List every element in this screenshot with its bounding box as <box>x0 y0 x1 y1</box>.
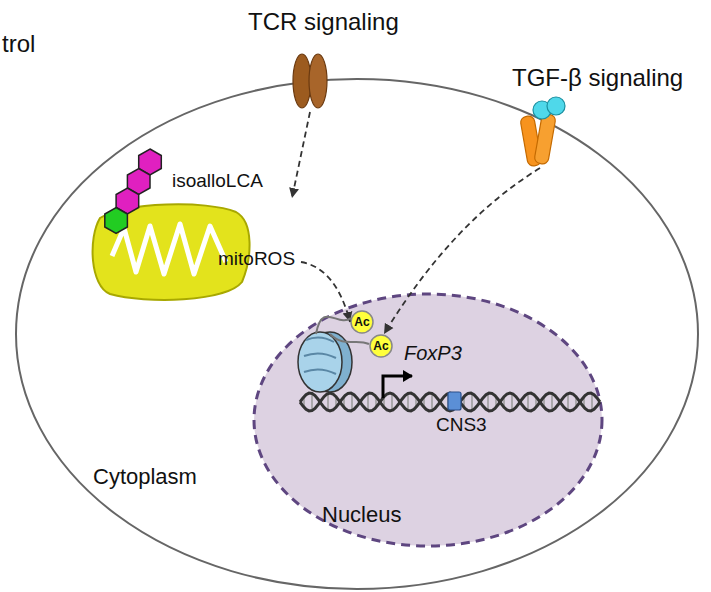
dna-rung <box>311 393 313 410</box>
dna-rung <box>471 393 473 410</box>
acetyl-mark: Ac <box>350 310 374 334</box>
mark-text: Ac <box>350 310 374 334</box>
node-label: TCR signaling <box>248 8 399 36</box>
dna-rung <box>487 393 489 410</box>
tcr-receptor: TCR signaling <box>248 8 403 112</box>
dna-rung <box>527 393 529 410</box>
dna-rung <box>351 393 353 410</box>
mitochondrion: mitoROS <box>86 198 301 304</box>
receptor-shape <box>290 52 330 110</box>
nucleus: Nucleus AcAc <box>252 292 604 548</box>
cell-membrane: Cytoplasm mitoROS Nucleus AcAc <box>15 78 699 590</box>
node-label: mitoROS <box>218 248 295 270</box>
element-label: CNS3 <box>436 414 487 436</box>
dna-rung <box>407 393 409 410</box>
dna-rung <box>367 393 369 410</box>
tgf-beta-receptor: TGF-β signaling <box>512 64 688 168</box>
node-label: Cytoplasm <box>93 464 197 489</box>
gene-label: FoxP3 <box>404 342 462 365</box>
node-label: Nucleus <box>322 502 401 527</box>
dna-rung <box>431 393 433 410</box>
nucleus-outline <box>252 292 604 548</box>
receptor-shape <box>512 98 568 168</box>
dna-rung <box>591 393 593 410</box>
acetyl-mark: Ac <box>369 334 393 358</box>
cns3-element <box>448 392 461 410</box>
mark-text: Ac <box>369 334 393 358</box>
dna-rung <box>391 393 393 410</box>
node-label: TGF-β signaling <box>512 64 683 92</box>
dna-rung <box>327 393 329 410</box>
dna-rung <box>567 393 569 410</box>
cut-title: trol <box>2 30 35 58</box>
molecule-label: isoalloLCA <box>172 170 263 192</box>
dna-rung <box>511 393 513 410</box>
dna-rung <box>551 393 553 410</box>
